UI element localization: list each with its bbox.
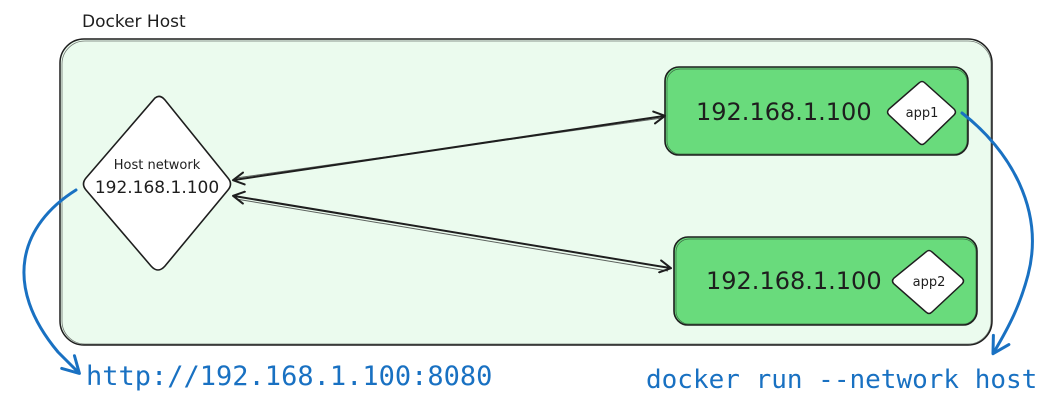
docker-host-label: Docker Host [82, 12, 186, 32]
container-ip-2: 192.168.1.100 [706, 267, 882, 295]
arrow-to-url [22, 188, 81, 375]
app2-label: app2 [913, 275, 946, 290]
host-network-node: Host network 192.168.1.100 [82, 95, 232, 271]
app1-diamond [886, 80, 957, 146]
host-network-ip: 192.168.1.100 [95, 178, 219, 198]
arrow-host-to-app2 [232, 190, 672, 274]
container-ip-1: 192.168.1.100 [696, 98, 872, 126]
host-network-title: Host network [114, 158, 201, 173]
access-url: http://192.168.1.100:8080 [86, 361, 492, 392]
app2-diamond [891, 249, 965, 315]
container-app1: 192.168.1.100 app1 [664, 66, 969, 156]
app1-label: app1 [906, 106, 939, 121]
docker-run-command: docker run --network host [646, 365, 1037, 395]
container-app2: 192.168.1.100 app2 [673, 236, 978, 326]
arrow-to-command [960, 111, 1034, 356]
